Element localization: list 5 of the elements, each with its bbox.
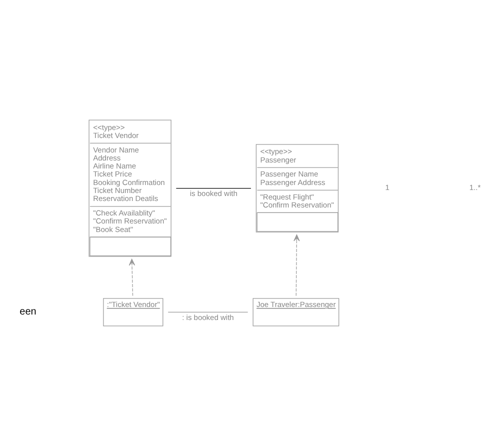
connector bbox=[168, 312, 248, 313]
arrow bbox=[128, 258, 136, 296]
label: een bbox=[20, 306, 36, 318]
connector bbox=[176, 188, 252, 189]
arrow bbox=[294, 234, 300, 296]
